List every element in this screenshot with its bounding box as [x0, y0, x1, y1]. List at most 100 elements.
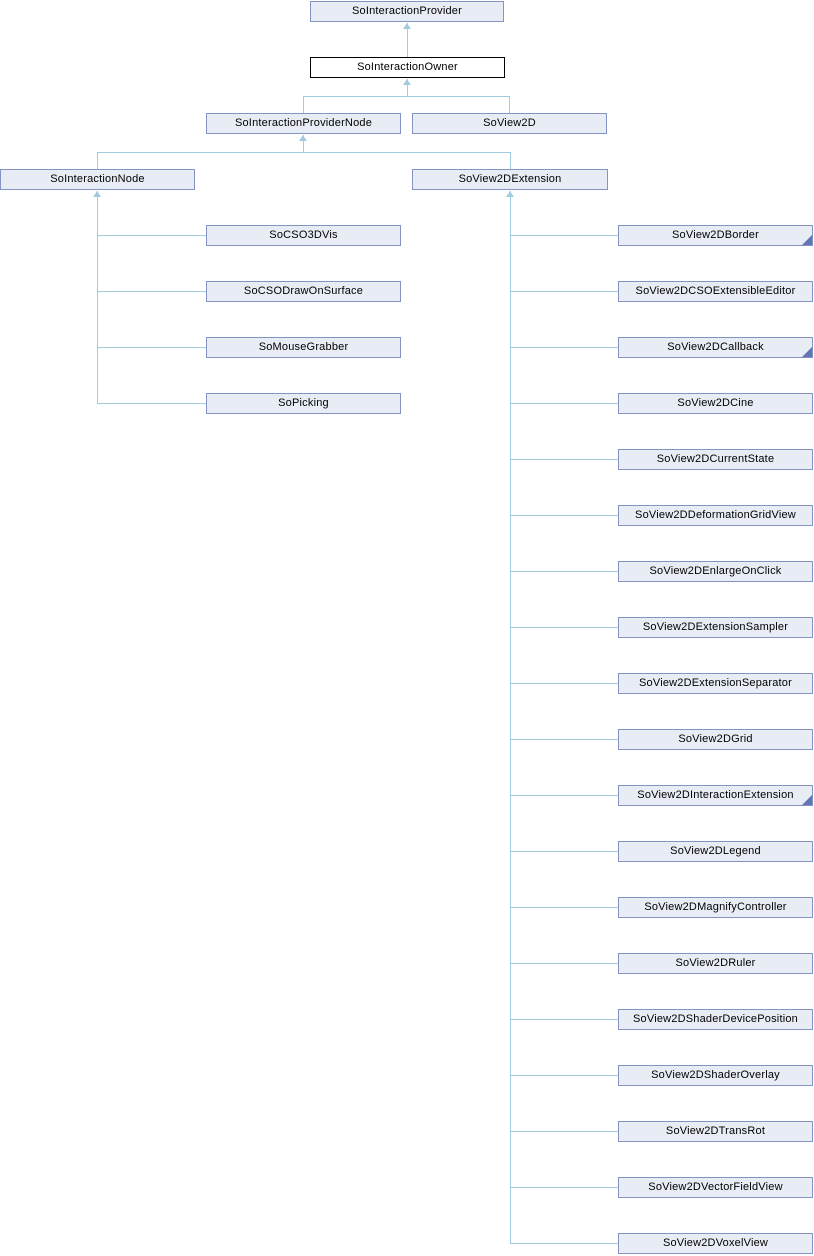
inheritance-edge-line — [510, 347, 618, 348]
class-label: SoMouseGrabber — [258, 341, 349, 353]
inheritance-arrow-icon — [403, 79, 411, 85]
class-label: SoPicking — [278, 397, 329, 409]
class-label: SoView2DShaderOverlay — [651, 1069, 780, 1081]
class-box-soview2dtransrot[interactable]: SoView2DTransRot — [618, 1121, 813, 1142]
class-label: SoView2DExtensionSampler — [642, 621, 789, 633]
inheritance-edge-line — [407, 79, 408, 96]
class-box-soview2dvectorfieldview[interactable]: SoView2DVectorFieldView — [618, 1177, 813, 1198]
class-label: SoView2DExtension — [458, 173, 562, 185]
class-box-sointeractionowner: SoInteractionOwner — [310, 57, 505, 78]
inheritance-edge-line — [509, 96, 510, 113]
class-box-soview2dcallback[interactable]: SoView2DCallback — [618, 337, 813, 358]
class-box-soview2dborder[interactable]: SoView2DBorder — [618, 225, 813, 246]
inheritance-arrow-icon — [506, 191, 514, 197]
inheritance-edge-line — [97, 403, 206, 404]
class-box-sointeractionprovidernode[interactable]: SoInteractionProviderNode — [206, 113, 401, 134]
class-label: SoCSODrawOnSurface — [243, 285, 364, 297]
class-label: SoView2DMagnifyController — [644, 901, 787, 913]
class-box-soview2dcurrentstate[interactable]: SoView2DCurrentState — [618, 449, 813, 470]
class-box-soview2druler[interactable]: SoView2DRuler — [618, 953, 813, 974]
class-box-soview2dinteractionextension[interactable]: SoView2DInteractionExtension — [618, 785, 813, 806]
class-label: SoView2DVectorFieldView — [648, 1181, 783, 1193]
inheritance-edge-line — [97, 152, 511, 153]
inheritance-edge-line — [510, 1019, 618, 1020]
class-label: SoView2DRuler — [675, 957, 756, 969]
inheritance-edge-line — [510, 571, 618, 572]
class-box-soview2dshaderdeviceposition[interactable]: SoView2DShaderDevicePosition — [618, 1009, 813, 1030]
class-label: SoInteractionOwner — [357, 61, 458, 73]
class-label: SoView2DBorder — [672, 229, 759, 241]
class-box-soview2denlargeonclick[interactable]: SoView2DEnlargeOnClick — [618, 561, 813, 582]
inheritance-edge-line — [510, 963, 618, 964]
inheritance-edge-line — [97, 347, 206, 348]
class-box-sointeractionprovider[interactable]: SoInteractionProvider — [310, 1, 504, 22]
class-label: SoView2DInteractionExtension — [637, 789, 794, 801]
truncation-corner-icon — [802, 347, 812, 357]
class-box-soview2ddeformationgridview[interactable]: SoView2DDeformationGridView — [618, 505, 813, 526]
inheritance-edge-line — [510, 1187, 618, 1188]
class-label: SoView2DShaderDevicePosition — [633, 1013, 798, 1025]
class-label: SoView2DCSOExtensibleEditor — [635, 285, 796, 297]
class-label: SoInteractionNode — [50, 173, 145, 185]
inheritance-edge-line — [303, 96, 510, 97]
class-box-socso3dvis[interactable]: SoCSO3DVis — [206, 225, 401, 246]
class-label: SoView2DEnlargeOnClick — [649, 565, 782, 577]
inheritance-edge-line — [510, 907, 618, 908]
class-label: SoView2DCine — [677, 397, 754, 409]
inheritance-edge-line — [303, 135, 304, 152]
class-box-soview2dlegend[interactable]: SoView2DLegend — [618, 841, 813, 862]
class-box-sointeractionnode[interactable]: SoInteractionNode — [0, 169, 195, 190]
class-box-somousegrabber[interactable]: SoMouseGrabber — [206, 337, 401, 358]
inheritance-edge-line — [510, 291, 618, 292]
class-label: SoView2DGrid — [678, 733, 753, 745]
inheritance-edge-line — [510, 683, 618, 684]
inheritance-edge-line — [303, 96, 304, 113]
inheritance-edge-line — [510, 191, 511, 1244]
inheritance-edge-line — [510, 235, 618, 236]
class-box-soview2dcsoextensibleeditor[interactable]: SoView2DCSOExtensibleEditor — [618, 281, 813, 302]
class-box-sopicking[interactable]: SoPicking — [206, 393, 401, 414]
inheritance-edge-line — [510, 739, 618, 740]
class-box-soview2dgrid[interactable]: SoView2DGrid — [618, 729, 813, 750]
inheritance-edge-line — [510, 515, 618, 516]
inheritance-edge-line — [510, 403, 618, 404]
truncation-corner-icon — [802, 235, 812, 245]
class-box-soview2dcine[interactable]: SoView2DCine — [618, 393, 813, 414]
inheritance-edge-line — [97, 291, 206, 292]
class-label: SoView2DCurrentState — [656, 453, 775, 465]
class-box-soview2dextensionsampler[interactable]: SoView2DExtensionSampler — [618, 617, 813, 638]
inheritance-edge-line — [510, 627, 618, 628]
class-label: SoInteractionProviderNode — [234, 117, 373, 129]
inheritance-edge-line — [510, 1131, 618, 1132]
class-label: SoView2DTransRot — [665, 1125, 766, 1137]
inheritance-edge-line — [510, 851, 618, 852]
class-label: SoCSO3DVis — [269, 229, 338, 241]
class-box-soview2dmagnifycontroller[interactable]: SoView2DMagnifyController — [618, 897, 813, 918]
class-box-soview2d[interactable]: SoView2D — [412, 113, 607, 134]
class-label: SoView2DVoxelView — [662, 1237, 769, 1249]
inheritance-edge-line — [510, 459, 618, 460]
inheritance-edge-line — [510, 152, 511, 169]
inheritance-arrow-icon — [403, 23, 411, 29]
class-label: SoView2DLegend — [670, 845, 761, 857]
class-label: SoView2DCallback — [667, 341, 764, 353]
class-label: SoView2DExtensionSeparator — [639, 677, 792, 689]
class-label: SoInteractionProvider — [352, 5, 462, 17]
class-box-socsodrawonsurface[interactable]: SoCSODrawOnSurface — [206, 281, 401, 302]
inheritance-edge-line — [97, 191, 98, 404]
inheritance-edge-line — [510, 795, 618, 796]
class-box-soview2dvoxelview[interactable]: SoView2DVoxelView — [618, 1233, 813, 1254]
inheritance-edge-line — [97, 152, 98, 169]
class-box-soview2dextensionseparator[interactable]: SoView2DExtensionSeparator — [618, 673, 813, 694]
inheritance-edge-line — [97, 235, 206, 236]
class-box-soview2dshaderoverlay[interactable]: SoView2DShaderOverlay — [618, 1065, 813, 1086]
inheritance-arrow-icon — [93, 191, 101, 197]
truncation-corner-icon — [802, 795, 812, 805]
class-label: SoView2D — [483, 117, 536, 129]
inheritance-edge-line — [510, 1243, 618, 1244]
inheritance-arrow-icon — [299, 135, 307, 141]
class-label: SoView2DDeformationGridView — [635, 509, 796, 521]
inheritance-edge-line — [510, 1075, 618, 1076]
class-box-soview2dextension[interactable]: SoView2DExtension — [412, 169, 608, 190]
